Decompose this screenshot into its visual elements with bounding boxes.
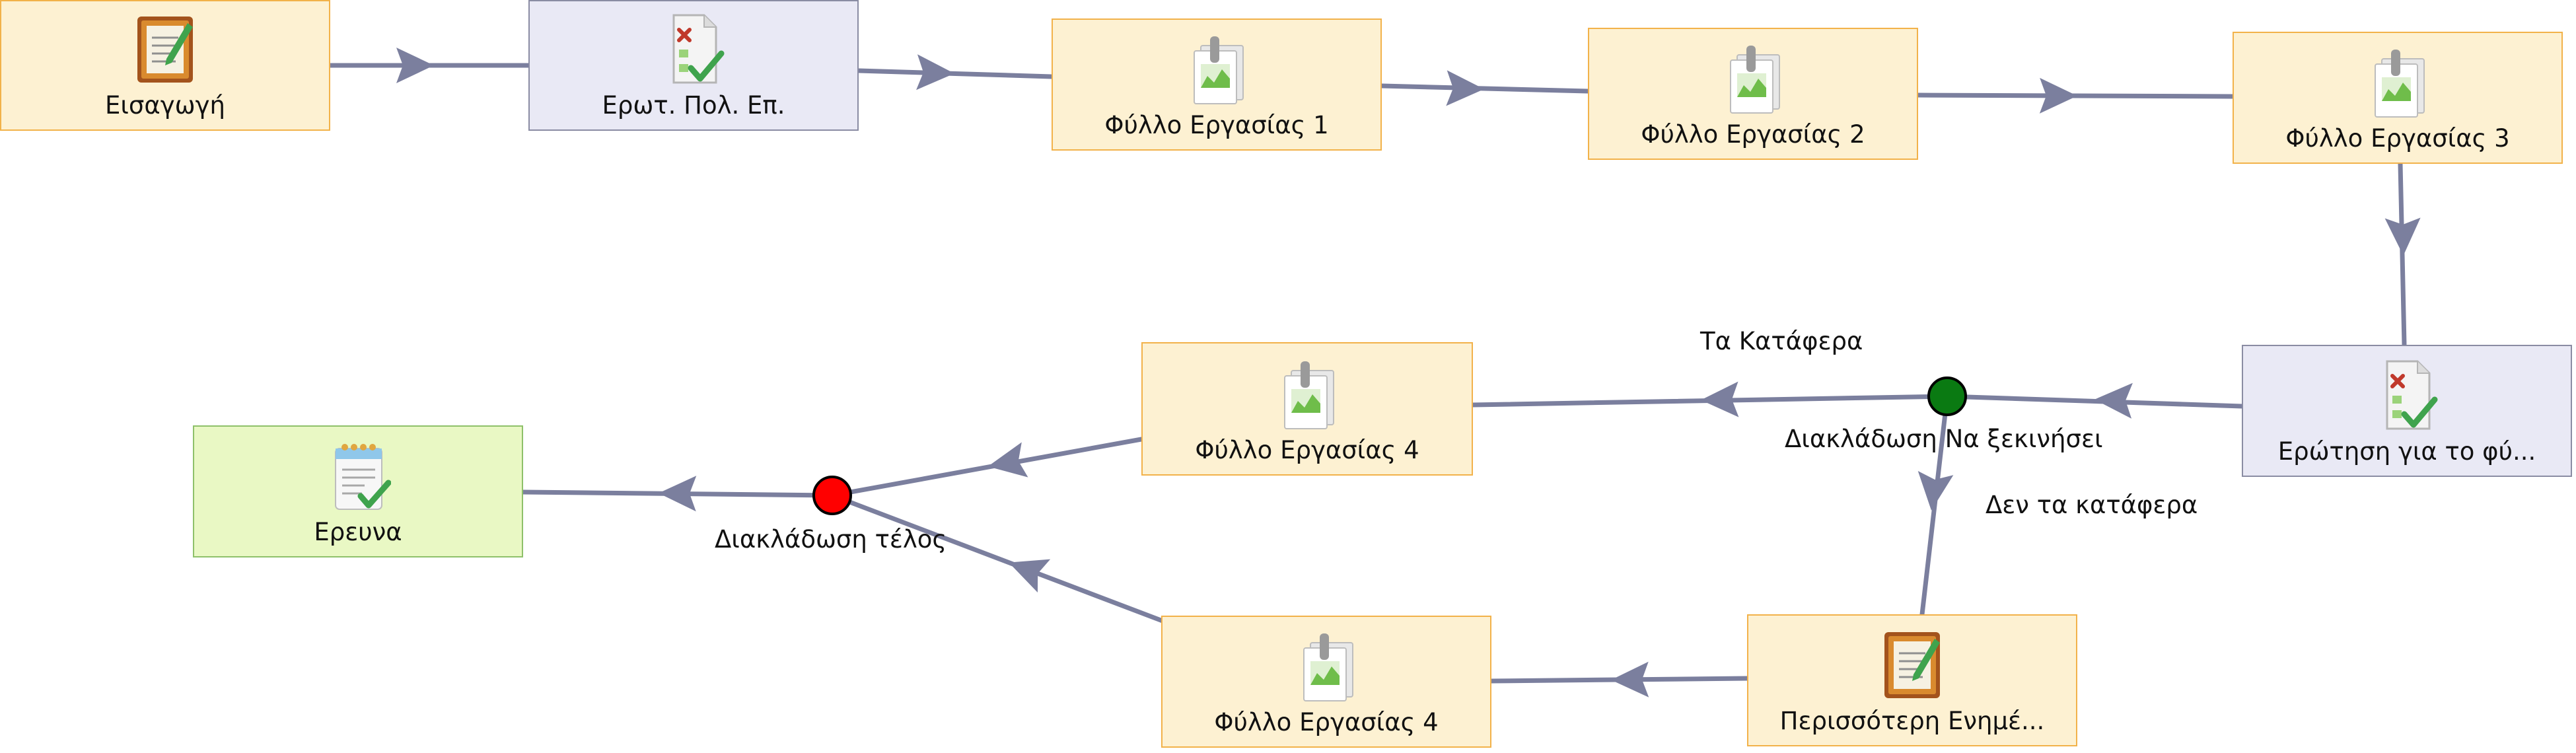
node-worksheet-2[interactable]: Φύλλο Εργασίας 2 [1588, 28, 1918, 160]
node-label: Φύλλο Εργασίας 4 [1214, 708, 1439, 736]
node-label: Φύλλο Εργασίας 2 [1641, 120, 1865, 149]
node-quiz1[interactable]: Ερωτ. Πολ. Επ. [528, 0, 859, 131]
edge-ws3-quiz2 [2398, 161, 2407, 347]
clipboard-chart-icon [2375, 50, 2425, 118]
branch-start-label: Διακλάδωση Να ξεκινήσει [1785, 425, 2103, 453]
node-more-info[interactable]: Περισσότερη Ενημέ... [1747, 614, 2077, 746]
edge-quiz2-branchstart [1945, 394, 2244, 409]
node-label: Περισσότερη Ενημέ... [1779, 707, 2045, 735]
notebook-icon [137, 17, 193, 83]
survey-notepad-icon [335, 444, 391, 510]
node-label: Φύλλο Εργασίας 1 [1104, 111, 1329, 139]
node-label: Ερευνα [314, 518, 402, 546]
edge-ws4a-branchend [830, 437, 1144, 498]
node-label: Εισαγωγή [105, 91, 225, 120]
node-label: Ερώτηση για το φύ... [2277, 437, 2536, 466]
edge-quiz1-ws1 [856, 68, 1054, 79]
edge-ws1-ws2 [1379, 83, 1591, 94]
edge-ws4b-branchend [830, 493, 1165, 624]
branch-start-gate[interactable] [1927, 377, 1967, 416]
clipboard-chart-icon [1284, 361, 1334, 429]
node-worksheet-1[interactable]: Φύλλο Εργασίας 1 [1052, 18, 1382, 151]
edge-label-failure: Δεν τα κατάφερα [1986, 491, 2198, 519]
edge-label-success: Τα Κατάφερα [1700, 327, 1863, 355]
arrowhead [1914, 471, 1954, 513]
node-quiz2[interactable]: Ερώτηση για το φύ... [2242, 345, 2572, 477]
quiz-sheet-icon [2386, 360, 2438, 430]
edge-branchstart-more [1919, 394, 1950, 617]
node-worksheet-4a[interactable]: Φύλλο Εργασίας 4 [1141, 342, 1473, 476]
node-label: Φύλλο Εργασίας 4 [1195, 436, 1419, 464]
clipboard-chart-icon [1730, 46, 1780, 114]
arrowhead [1002, 546, 1051, 593]
clipboard-chart-icon [1303, 633, 1353, 701]
node-survey[interactable]: Ερευνα [193, 425, 523, 557]
notebook-icon [1884, 632, 1940, 698]
node-label: Ερωτ. Πολ. Επ. [602, 91, 785, 120]
node-label: Φύλλο Εργασίας 3 [2285, 124, 2510, 153]
node-intro[interactable]: Εισαγωγή [0, 0, 330, 131]
node-worksheet-4b[interactable]: Φύλλο Εργασίας 4 [1161, 616, 1491, 748]
quiz-sheet-icon [672, 14, 725, 84]
branch-end-label: Διακλάδωση τέλος [715, 525, 947, 554]
node-worksheet-3[interactable]: Φύλλο Εργασίας 3 [2233, 32, 2563, 164]
branch-end-gate[interactable] [812, 476, 852, 515]
clipboard-chart-icon [1194, 36, 1244, 104]
